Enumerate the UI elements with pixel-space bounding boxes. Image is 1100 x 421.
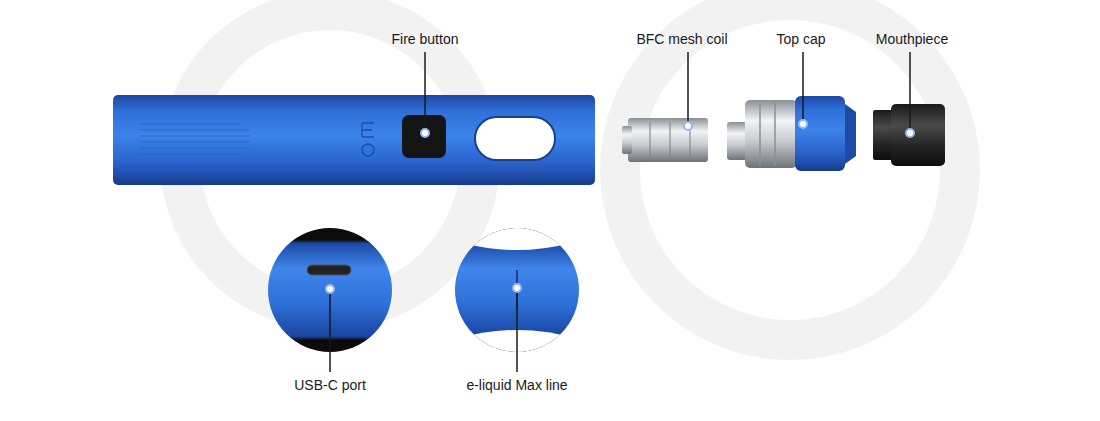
- callout-dot: [684, 122, 692, 130]
- coil-tip: [622, 126, 632, 154]
- cap-bevel: [845, 104, 856, 164]
- logo-mark: [362, 123, 374, 156]
- coil-slot: [670, 122, 671, 158]
- body-line: [140, 124, 240, 125]
- body-line: [140, 154, 240, 155]
- body-line: [140, 142, 250, 143]
- leader-line: [802, 52, 804, 124]
- body-line: [140, 148, 250, 149]
- logo-stroke: [362, 123, 374, 137]
- window-edge: [447, 228, 587, 250]
- leader-line: [909, 52, 911, 133]
- mouthpiece-base: [873, 110, 893, 160]
- callout-dot: [421, 129, 429, 137]
- watermark-ring: [620, 0, 960, 340]
- part-label: Fire button: [392, 31, 459, 47]
- mesh-coil: [628, 118, 708, 162]
- leader-line: [329, 289, 331, 372]
- callout-dots: [326, 120, 914, 293]
- leader-line: [424, 52, 426, 133]
- mouthpiece: [891, 104, 945, 166]
- cap-groove: [759, 102, 761, 166]
- leader-line: [516, 288, 518, 372]
- battery-body: [113, 95, 595, 185]
- cap-ring: [745, 100, 797, 168]
- leader-lines: [330, 52, 910, 372]
- body-lines: [140, 124, 250, 154]
- body-line: [140, 136, 250, 137]
- cap-thread: [727, 122, 747, 160]
- coil-slot: [650, 122, 651, 158]
- callout-dot: [906, 129, 914, 137]
- fire-button: [402, 115, 446, 158]
- part-label: BFC mesh coil: [636, 31, 727, 47]
- part-label: Top cap: [776, 31, 825, 47]
- callout-dot: [799, 120, 807, 128]
- body-line: [140, 130, 250, 131]
- cap-grooves: [760, 102, 775, 166]
- tank-window: [475, 117, 555, 160]
- callout-dot: [513, 284, 521, 292]
- part-label: e-liquid Max line: [466, 377, 567, 393]
- cap-groove: [774, 102, 776, 166]
- part-label: Mouthpiece: [876, 31, 948, 47]
- usb-slot: [307, 265, 351, 275]
- callout-dot: [326, 285, 334, 293]
- part-label: USB-C port: [294, 377, 366, 393]
- leader-line: [687, 52, 689, 126]
- logo-stroke: [362, 144, 374, 156]
